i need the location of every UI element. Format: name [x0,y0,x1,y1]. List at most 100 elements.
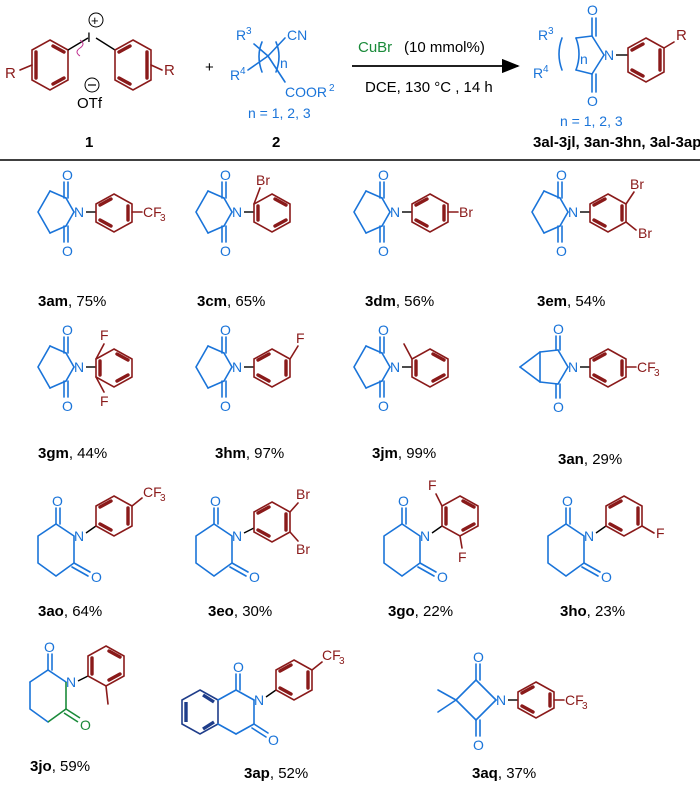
structure-3aq: O O N CF 3 [437,649,588,753]
svg-text:3: 3 [654,368,660,379]
svg-text:N: N [390,204,400,220]
structure-3jm: O O N [353,322,449,414]
structure-3eo: O O N Br Br [195,486,310,585]
svg-text:O: O [553,399,564,415]
structure-3gm: O O N F F [37,322,133,414]
svg-text:O: O [249,569,260,585]
structure-3am: O O N CF 3 [37,167,166,259]
structure-3ao: O O N CF 3 [37,484,166,585]
svg-text:Br: Br [459,204,473,220]
svg-text:F: F [100,327,109,343]
structure-3hm: O O N F [195,322,305,414]
svg-text:O: O [553,321,564,337]
svg-text:N: N [568,204,578,220]
svg-text:N: N [232,528,242,544]
svg-text:O: O [473,649,484,665]
catalyst-name: CuBr [358,39,392,56]
structure-3go: O O N F F [383,477,479,585]
structure-3cm: O O N Br [195,167,291,259]
svg-text:O: O [378,167,389,183]
svg-text:O: O [556,167,567,183]
svg-text:4: 4 [240,66,246,77]
svg-text:O: O [268,732,279,748]
compound-label: 3jm, 99% [372,445,436,462]
svg-text:n: n [280,55,288,71]
svg-text:O: O [378,322,389,338]
svg-text:O: O [437,569,448,585]
svg-text:O: O [220,167,231,183]
reaction-conditions: DCE, 130 °C , 14 h [365,79,493,96]
catalyst-loading: (10 mmol%) [404,39,485,56]
compound-label: 3aq, 37% [472,765,536,782]
svg-text:N: N [420,528,430,544]
svg-text:O: O [562,493,573,509]
svg-text:Br: Br [256,172,270,188]
svg-text:N: N [254,692,264,708]
reagent-1-r-left: R [5,65,16,82]
svg-text:N: N [74,528,84,544]
svg-text:O: O [378,398,389,414]
svg-text:N: N [74,204,84,220]
reagent-1-counterion: OTf [77,95,103,112]
plus-sign: + [205,59,214,76]
compound-label: 3go, 22% [388,603,453,620]
structure-3jo: O O N [29,639,125,733]
svg-text:O: O [220,398,231,414]
compound-label: 3an, 29% [558,451,622,468]
svg-text:F: F [458,549,467,565]
svg-text:O: O [601,569,612,585]
svg-text:Br: Br [296,541,310,557]
reagent-2-label: 2 [272,134,280,151]
svg-text:R: R [164,62,175,79]
compound-label: 3em, 54% [537,293,605,310]
svg-text:CF: CF [143,484,162,500]
svg-text:3: 3 [582,701,588,712]
svg-text:Br: Br [638,225,652,241]
structure-3ap: O O N CF 3 [181,647,345,748]
svg-text:O: O [220,322,231,338]
svg-text:COOR: COOR [285,84,327,100]
svg-text:CF: CF [143,204,162,220]
svg-text:N: N [604,47,614,63]
svg-text:N: N [568,359,578,375]
structure-3dm: O O N Br [353,167,473,259]
compound-label: 3hm, 97% [215,445,284,462]
svg-text:3: 3 [246,26,252,37]
reagent-1-aryl-right [114,39,152,91]
svg-text:O: O [587,2,598,18]
svg-text:O: O [556,243,567,259]
svg-text:CF: CF [565,692,584,708]
svg-text:F: F [100,393,109,409]
svg-text:CN: CN [287,27,307,43]
svg-text:O: O [210,493,221,509]
product-n-range: n = 1, 2, 3 [560,113,623,129]
svg-text:O: O [220,243,231,259]
svg-text:N: N [390,359,400,375]
reaction-arrow: CuBr (10 mmol%) DCE, 130 °C , 14 h [352,39,520,96]
reagent-2-cyanoester: R 3 R 4 CN n COOR 2 n = 1, 2, 3 2 [230,26,335,151]
reagent-2-n-range: n = 1, 2, 3 [248,105,311,121]
svg-text:+: + [91,13,99,28]
compound-label: 3eo, 30% [208,603,272,620]
compound-label: 3ho, 23% [560,603,625,620]
svg-text:3: 3 [339,656,345,667]
svg-text:N: N [74,359,84,375]
svg-text:n: n [580,51,588,67]
product-label: 3al-3jl, 3an-3hn, 3al-3ap [533,134,700,151]
svg-text:N: N [584,528,594,544]
compound-label: 3ao, 64% [38,603,102,620]
compound-label: 3jo, 59% [30,758,90,775]
reagent-1-aryl-left [31,39,69,91]
svg-text:4: 4 [543,64,549,75]
compound-label: 3cm, 65% [197,293,265,310]
svg-text:N: N [232,204,242,220]
svg-text:O: O [62,398,73,414]
svg-text:R: R [538,27,548,43]
iodine-atom: I [87,29,91,45]
svg-text:F: F [296,330,305,346]
svg-text:O: O [62,322,73,338]
svg-text:O: O [233,659,244,675]
svg-text:O: O [587,93,598,109]
svg-text:O: O [62,243,73,259]
